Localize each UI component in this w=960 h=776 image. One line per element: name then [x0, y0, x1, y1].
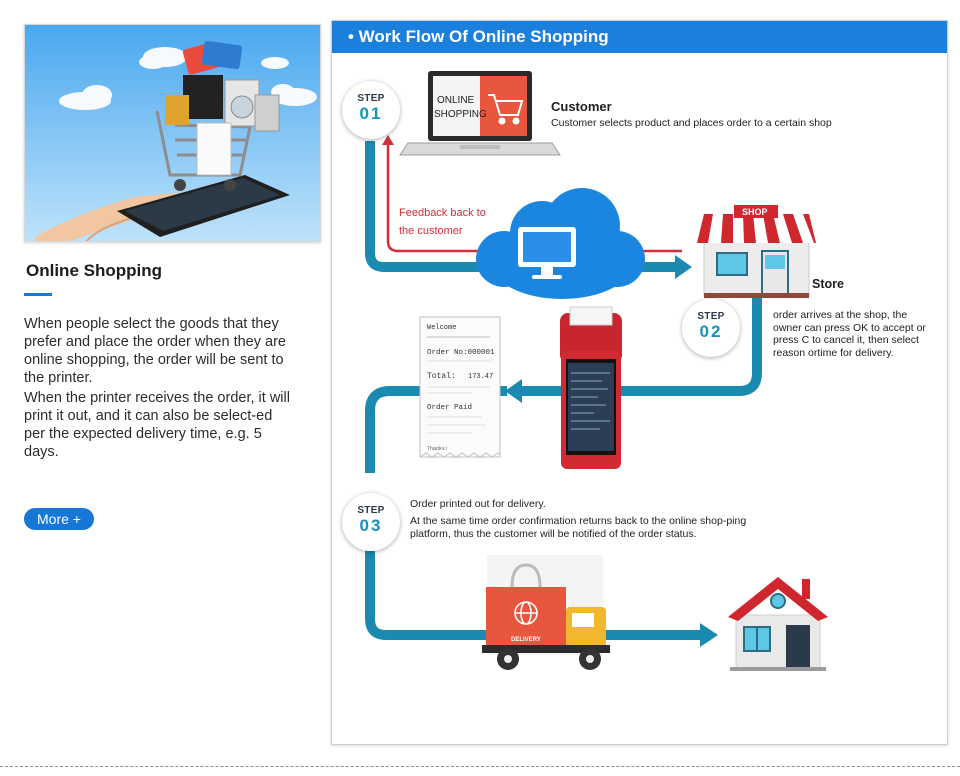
customer-title: Customer — [551, 99, 612, 114]
receipt-total-value: 173.47 — [468, 373, 493, 381]
confirmation-text: At the same time order confirmation retu… — [410, 515, 747, 540]
receipt-total-label: Total: — [427, 372, 456, 381]
receipt-welcome: Welcome — [427, 324, 456, 332]
more-button[interactable]: More + — [24, 508, 94, 530]
truck-label: DELIVERY — [511, 637, 541, 643]
store-title: Store — [812, 277, 844, 291]
step-badge-02: STEP 02 — [682, 299, 740, 357]
cart-icon — [488, 94, 524, 125]
house-icon — [728, 577, 828, 671]
step-word: STEP — [357, 505, 385, 516]
step-badge-03: STEP 03 — [342, 493, 400, 551]
workflow-diagram: ONLINE SHOPPING — [365, 71, 828, 671]
receipt-order-no: Order No:000001 — [427, 349, 495, 357]
flow-path — [365, 141, 762, 640]
pos-terminal-icon — [560, 306, 622, 469]
title-underline — [24, 293, 52, 296]
description-paragraph-1: When people select the goods that they p… — [24, 316, 286, 386]
feedback-label: Feedback back to the customer — [399, 207, 486, 237]
arrow-to-house — [700, 623, 718, 647]
monitor-icon — [518, 227, 576, 279]
step-number: 03 — [359, 516, 383, 535]
workflow-panel: • Work Flow Of Online Shopping ONLINE SH… — [331, 20, 948, 745]
panel-header: • Work Flow Of Online Shopping — [332, 21, 947, 53]
receipt-paid: Order Paid — [427, 404, 472, 412]
delivery-truck-icon: DELIVERY — [482, 555, 610, 670]
laptop-text-line2: SHOPPING — [434, 109, 487, 120]
store-description: order arrives at the shop, the owner can… — [773, 309, 926, 359]
arrow-to-printer — [505, 379, 522, 403]
hero-image — [24, 24, 321, 242]
receipt-icon: Welcome Order No:000001 Total: 173.47 Or… — [419, 316, 501, 458]
section-title: Online Shopping — [26, 261, 162, 280]
step-badge-01: STEP 01 — [342, 81, 400, 139]
step-number: 02 — [699, 322, 723, 341]
globe-icon — [514, 601, 538, 625]
laptop-icon: ONLINE SHOPPING — [399, 71, 561, 156]
printed-text: Order printed out for delivery. — [410, 498, 546, 510]
shopping-hand-illustration — [25, 25, 320, 241]
shop-sign: SHOP — [742, 207, 768, 217]
receipt-thanks: Thanks! — [427, 446, 448, 452]
step-number: 01 — [359, 104, 383, 123]
shop-icon: SHOP — [697, 205, 816, 298]
feedback-arrow — [382, 135, 394, 145]
customer-description: Customer selects product and places orde… — [551, 117, 832, 129]
step-word: STEP — [697, 311, 725, 322]
step-word: STEP — [357, 93, 385, 104]
feedback-path — [386, 143, 682, 253]
description-paragraph-2: When the printer receives the order, it … — [24, 390, 290, 460]
page-divider — [0, 766, 960, 767]
arrow-to-store — [675, 255, 692, 279]
laptop-text-line1: ONLINE — [437, 95, 475, 106]
